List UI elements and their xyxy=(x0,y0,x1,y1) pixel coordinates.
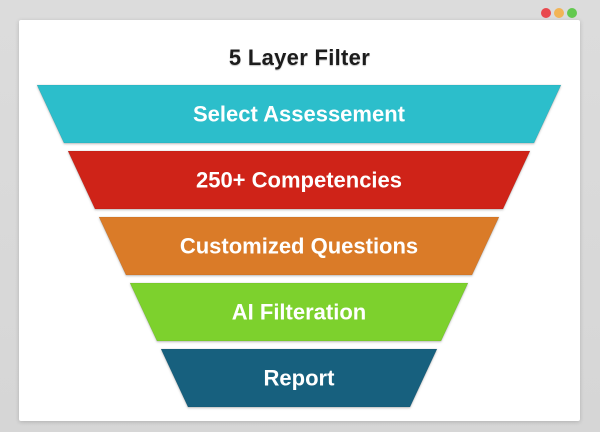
traffic-light-yellow-button[interactable] xyxy=(554,8,564,18)
funnel-layer-4-label: AI Filteration xyxy=(232,300,366,325)
funnel-layer-1: Select Assessement xyxy=(36,84,562,144)
funnel-layer-4-shape xyxy=(129,282,469,342)
traffic-light-green-button[interactable] xyxy=(567,8,577,18)
funnel-layer-5-shape xyxy=(160,348,438,408)
funnel-layer-3-shape xyxy=(98,216,500,276)
funnel-layer-2: 250+ Competencies xyxy=(67,150,531,210)
funnel-layer-5-label: Report xyxy=(264,366,336,391)
funnel-layer-3: Customized Questions xyxy=(98,216,500,276)
funnel-layer-3-label: Customized Questions xyxy=(180,234,418,259)
window-controls xyxy=(540,6,578,24)
funnel-layer-1-shape xyxy=(36,84,562,144)
funnel-diagram: Select Assessement 250+ Competencies Cus… xyxy=(36,84,562,408)
funnel-layer-1-label: Select Assessement xyxy=(193,102,406,127)
funnel-layer-4: AI Filteration xyxy=(129,282,469,342)
funnel-layer-2-label: 250+ Competencies xyxy=(196,168,402,193)
traffic-light-red-button[interactable] xyxy=(541,8,551,18)
funnel-layer-5: Report xyxy=(160,348,438,408)
page-title: 5 Layer Filter xyxy=(228,45,371,70)
funnel-layer-2-shape xyxy=(67,150,531,210)
content-card: 5 Layer Filter Select Assessement 250+ C… xyxy=(19,20,580,421)
